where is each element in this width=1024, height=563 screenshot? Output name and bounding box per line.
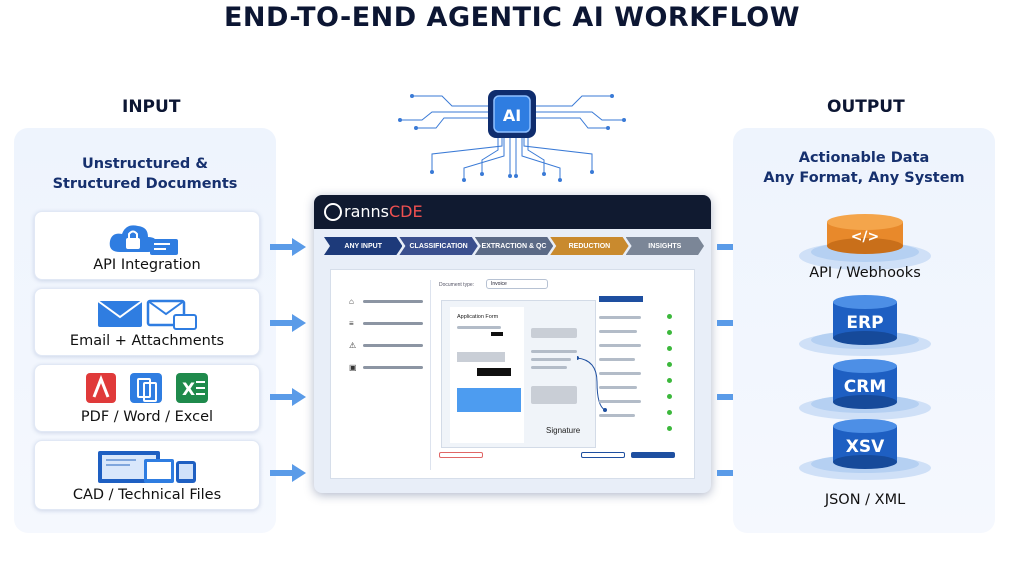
- secondary-button[interactable]: [581, 452, 625, 458]
- ai-chip-label: AI: [503, 106, 521, 125]
- ranns-cde-app-window: rannsCDE ANY INPUT CLASSIFICATION EXTRAC…: [314, 195, 711, 493]
- app-header: rannsCDE: [314, 195, 711, 229]
- svg-text:X: X: [182, 380, 195, 400]
- document-type-select[interactable]: Invoice: [486, 279, 548, 289]
- input-card-cad[interactable]: CAD / Technical Files: [34, 440, 260, 510]
- pipeline-steps: ANY INPUT CLASSIFICATION EXTRACTION & QC…: [324, 237, 701, 255]
- document-preview: [441, 300, 596, 448]
- input-card-email-label: Email + Attachments: [69, 333, 225, 349]
- envelope-icon: [97, 299, 197, 330]
- input-panel-title-line2: Structured Documents: [52, 176, 238, 192]
- step-extraction-qc[interactable]: EXTRACTION & QC: [475, 237, 553, 255]
- step-insights[interactable]: INSIGHTS: [626, 237, 704, 255]
- input-card-api[interactable]: API Integration: [34, 211, 260, 280]
- approve-button[interactable]: [631, 452, 675, 458]
- step-reduction[interactable]: REDUCTION: [550, 237, 628, 255]
- check-icon: [667, 362, 672, 367]
- check-icon: [667, 346, 672, 351]
- check-icon: [667, 426, 672, 431]
- output-heading: OUTPUT: [827, 97, 905, 117]
- erp-badge-label: ERP: [846, 313, 883, 333]
- json-xml-label: JSON / XML: [824, 492, 906, 508]
- xsv-database-icon[interactable]: XSV: [795, 416, 935, 506]
- check-icon: [667, 330, 672, 335]
- signature-label: Signature: [546, 426, 581, 435]
- brand-logo-icon: [324, 203, 342, 221]
- api-webhooks-label: API / Webhooks: [809, 265, 921, 281]
- document-type-label: Document type:: [439, 282, 475, 288]
- sidebar: ⌂ ≡ ⚠ ▣: [339, 280, 431, 470]
- output-panel-title-line2: Any Format, Any System: [763, 170, 965, 186]
- input-card-cad-label: CAD / Technical Files: [72, 487, 222, 503]
- reject-button[interactable]: [439, 452, 483, 458]
- link-connector-icon: [577, 356, 607, 412]
- sidebar-item-list[interactable]: ≡: [349, 318, 423, 328]
- input-card-api-label: API Integration: [93, 257, 201, 273]
- arrow-right-icon: [270, 388, 306, 406]
- document-workspace: ⌂ ≡ ⚠ ▣ Document type: Invoice Applicati…: [330, 269, 695, 479]
- document-title: Application Form: [457, 314, 499, 320]
- input-card-office[interactable]: X PDF / Word / Excel: [34, 364, 260, 432]
- input-card-office-label: PDF / Word / Excel: [80, 409, 214, 425]
- brand-name: rannsCDE: [344, 202, 423, 221]
- output-panel-title: Actionable Data Any Format, Any System: [733, 148, 995, 188]
- input-panel-title: Unstructured & Structured Documents: [14, 154, 276, 194]
- crm-database-icon[interactable]: CRM: [795, 356, 935, 446]
- sidebar-item-home[interactable]: ⌂: [349, 296, 423, 306]
- brand-prefix: ranns: [344, 202, 389, 221]
- ai-chip-icon: AI: [398, 90, 626, 182]
- office-files-icon: X: [86, 373, 208, 403]
- devices-icon: [98, 451, 196, 483]
- page-title: END-TO-END AGENTIC AI WORKFLOW: [223, 2, 801, 33]
- home-icon: ⌂: [349, 296, 354, 306]
- cloud-lock-icon: [109, 225, 178, 255]
- input-panel-title-line1: Unstructured &: [81, 156, 209, 172]
- warning-icon: ⚠: [349, 340, 357, 350]
- api-badge-label: </>: [851, 229, 880, 245]
- check-icon: [667, 378, 672, 383]
- erp-database-icon[interactable]: ERP: [795, 292, 935, 382]
- arrow-right-icon: [270, 238, 306, 256]
- check-icon: [667, 394, 672, 399]
- sidebar-item-alert[interactable]: ⚠: [349, 340, 423, 350]
- input-heading: INPUT: [122, 97, 181, 117]
- step-any-input[interactable]: ANY INPUT: [324, 237, 402, 255]
- api-webhooks-icon[interactable]: </>: [795, 208, 935, 298]
- xsv-badge-label: XSV: [846, 437, 885, 457]
- arrow-right-icon: [270, 314, 306, 332]
- check-icon: [667, 410, 672, 415]
- output-panel-title-line1: Actionable Data: [798, 150, 930, 166]
- sidebar-item-clipboard[interactable]: ▣: [349, 362, 423, 372]
- check-icon: [667, 314, 672, 319]
- input-card-email[interactable]: Email + Attachments: [34, 288, 260, 356]
- list-icon: ≡: [349, 318, 354, 328]
- step-classification[interactable]: CLASSIFICATION: [399, 237, 477, 255]
- crm-badge-label: CRM: [844, 377, 886, 397]
- arrow-right-icon: [270, 464, 306, 482]
- brand-suffix: CDE: [389, 202, 423, 221]
- clipboard-icon: ▣: [349, 362, 357, 372]
